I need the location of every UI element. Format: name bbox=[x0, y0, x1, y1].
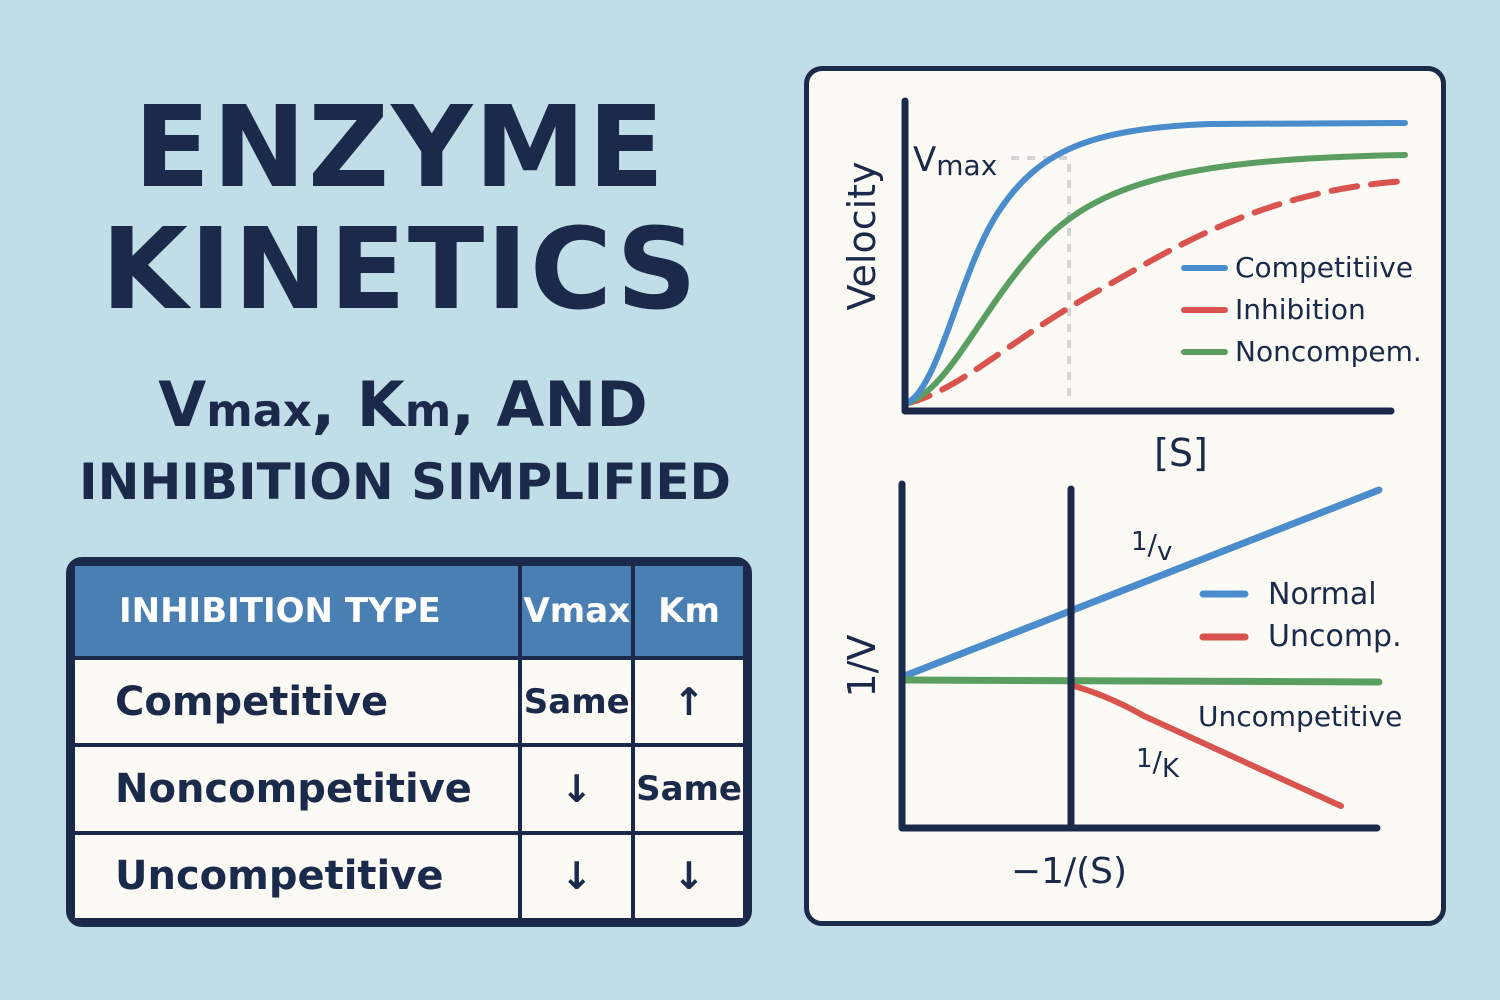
header-inhibition-type: INHIBITION TYPE bbox=[71, 562, 523, 660]
substrate-axis-label: [S] bbox=[1154, 431, 1208, 475]
header-vmax: Vmax bbox=[518, 562, 636, 660]
legend-inhibition: Inhibition bbox=[1235, 293, 1366, 326]
uncompetitive-label: Uncompetitive bbox=[1198, 700, 1402, 733]
lineweaver-burk-chart: 1/V −1/(S) 1/v 1/K Uncompetitive Normal … bbox=[840, 480, 1402, 892]
competitive-curve bbox=[902, 120, 1408, 407]
subtitle-line-1: Vmax, Km, AND bbox=[0, 365, 818, 451]
velocity-axis-label: Velocity bbox=[840, 161, 884, 310]
subtitle-max: max bbox=[206, 385, 312, 437]
table-row: Noncompetitive ↓ Same bbox=[71, 743, 747, 835]
michaelis-menten-chart: Velocity Vmax [S] Competitiive Inhibitio… bbox=[840, 97, 1422, 475]
inverse-substrate-axis-label: −1/(S) bbox=[1011, 851, 1127, 892]
label-1-over-v: 1/v bbox=[1131, 527, 1172, 567]
legend-normal: Normal bbox=[1268, 577, 1377, 612]
legend-competitive: Competitiive bbox=[1235, 251, 1413, 284]
row-vmax: Same bbox=[518, 655, 636, 748]
vmax-guide-line bbox=[1011, 156, 1071, 401]
title-line-2: KINETICS bbox=[101, 205, 699, 335]
table-header-row: INHIBITION TYPE Vmax Km bbox=[71, 562, 747, 660]
uncompetitive-horizontal-line bbox=[901, 676, 1383, 686]
subtitle-k: , K bbox=[311, 368, 405, 441]
subtitle-and: , AND bbox=[451, 368, 648, 441]
row-type: Uncompetitive bbox=[71, 830, 523, 922]
row-vmax-down-arrow-icon: ↓ bbox=[518, 830, 636, 922]
legend-uncomp: Uncomp. bbox=[1268, 619, 1402, 654]
inhibition-curve bbox=[902, 178, 1408, 407]
label-1-over-k: 1/K bbox=[1136, 744, 1180, 784]
header-km: Km bbox=[631, 562, 747, 660]
charts-svg: Velocity Vmax [S] Competitiive Inhibitio… bbox=[840, 97, 1422, 892]
title-line-1: ENZYME bbox=[133, 83, 667, 213]
table-row: Uncompetitive ↓ ↓ bbox=[71, 830, 747, 922]
inhibition-table: INHIBITION TYPE Vmax Km Competitive Same… bbox=[66, 557, 752, 927]
row-type: Noncompetitive bbox=[71, 743, 523, 835]
table-row: Competitive Same ↑ bbox=[71, 655, 747, 748]
subtitle-line-2: INHIBITION SIMPLIFIED bbox=[79, 453, 731, 511]
normal-line bbox=[903, 486, 1383, 679]
row-km-up-arrow-icon: ↑ bbox=[631, 655, 747, 748]
chart-panel: Velocity Vmax [S] Competitiive Inhibitio… bbox=[804, 66, 1446, 926]
row-km-down-arrow-icon: ↓ bbox=[631, 830, 747, 922]
noncompetitive-curve bbox=[902, 152, 1408, 407]
legend-noncompetitive: Noncompem. bbox=[1235, 335, 1422, 368]
lb-axes bbox=[898, 480, 1381, 832]
row-type: Competitive bbox=[71, 655, 523, 748]
mm-axes bbox=[901, 97, 1395, 415]
row-km: Same bbox=[631, 743, 747, 835]
inverse-velocity-axis-label: 1/V bbox=[840, 635, 884, 698]
subtitle-v: V bbox=[158, 368, 207, 441]
uncomp-line bbox=[1071, 683, 1344, 809]
row-vmax-down-arrow-icon: ↓ bbox=[518, 743, 636, 835]
subtitle-m: m bbox=[404, 385, 452, 437]
vmax-label: Vmax bbox=[913, 140, 997, 182]
